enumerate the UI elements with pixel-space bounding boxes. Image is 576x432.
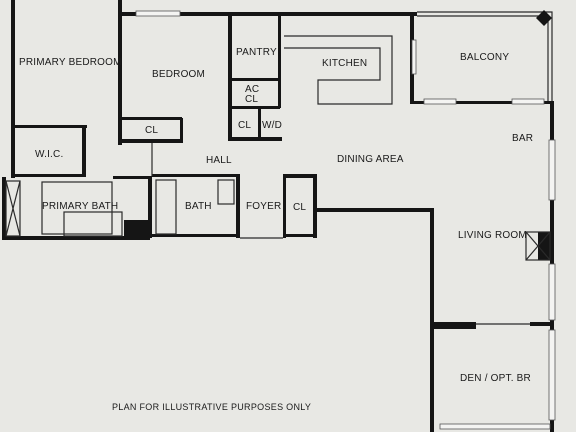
kitchen-label: KITCHEN [322, 58, 368, 69]
primary-bedroom-label: PRIMARY BEDROOM [19, 57, 122, 68]
foyer-label: FOYER [246, 201, 282, 212]
bedroom-closet-label: CL [145, 125, 159, 136]
bath-label: BATH [185, 201, 212, 212]
walk-in-closet-label: W.I.C. [35, 149, 64, 160]
den-label: DEN / OPT. BR [460, 373, 531, 384]
primary-bath-label: PRIMARY BATH [42, 201, 119, 212]
living-room-label: LIVING ROOM [458, 230, 527, 241]
balcony-label: BALCONY [460, 52, 510, 63]
dining-area-label: DINING AREA [337, 154, 404, 165]
fixtures [5, 10, 553, 325]
illustrative-note: PLAN FOR ILLUSTRATIVE PURPOSES ONLY [112, 402, 312, 412]
bar-label: BAR [512, 133, 534, 144]
ac-closet-label-line1: AC [245, 84, 260, 95]
foyer-closet-label: CL [293, 202, 307, 213]
bedroom-label: BEDROOM [152, 69, 206, 80]
washer-dryer-label: W/D [262, 120, 283, 131]
hall-closet-label: CL [238, 120, 252, 131]
ac-closet-label-line2: CL [245, 94, 259, 105]
pantry-label: PANTRY [236, 47, 277, 58]
windows [135, 10, 556, 430]
hall-label: HALL [206, 155, 232, 166]
